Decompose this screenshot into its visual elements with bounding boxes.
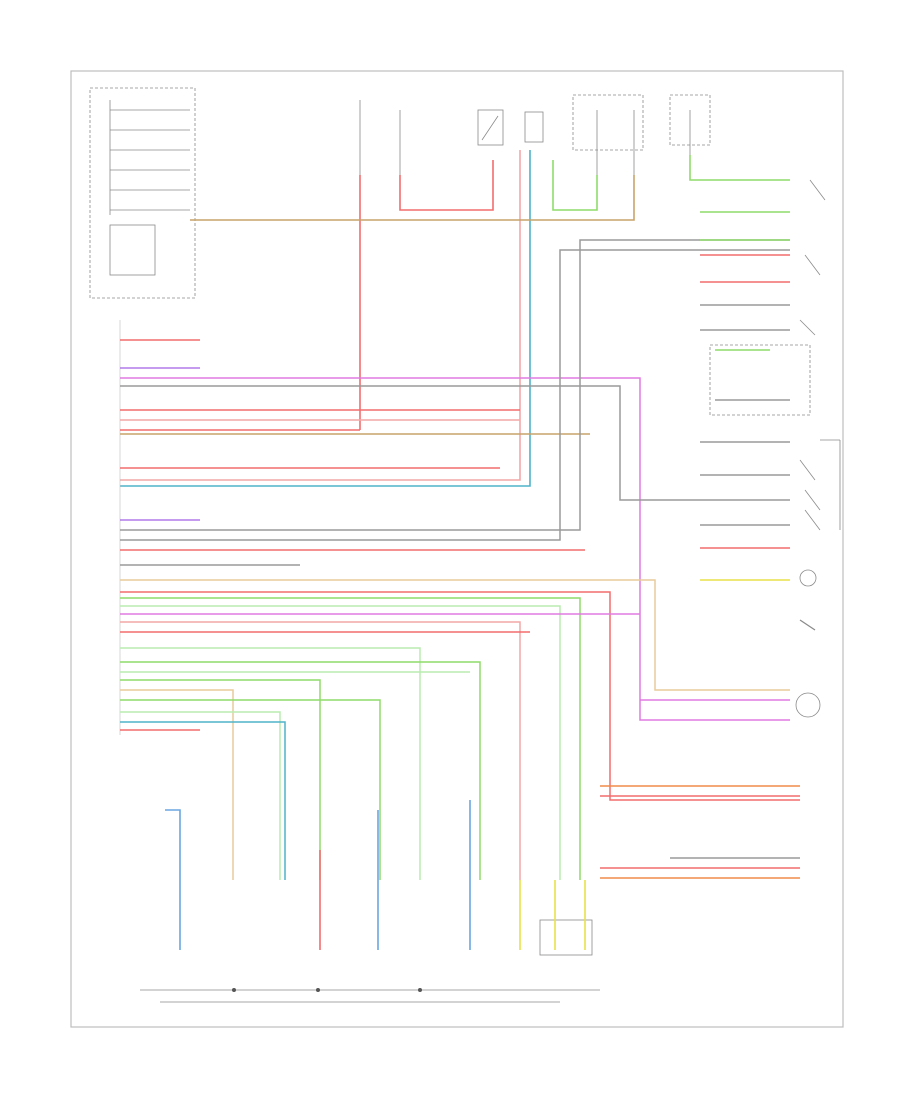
instrument-cluster — [89, 87, 196, 299]
right-components — [709, 179, 841, 718]
bottom-wires — [165, 800, 586, 950]
ground-markers — [232, 988, 422, 992]
top-components — [359, 94, 711, 175]
right-switch-wires — [600, 211, 800, 879]
bottom-components — [140, 919, 600, 1003]
top-wire-drops — [120, 150, 790, 487]
harness-lines — [120, 239, 800, 880]
diagram-frame — [70, 70, 844, 1028]
